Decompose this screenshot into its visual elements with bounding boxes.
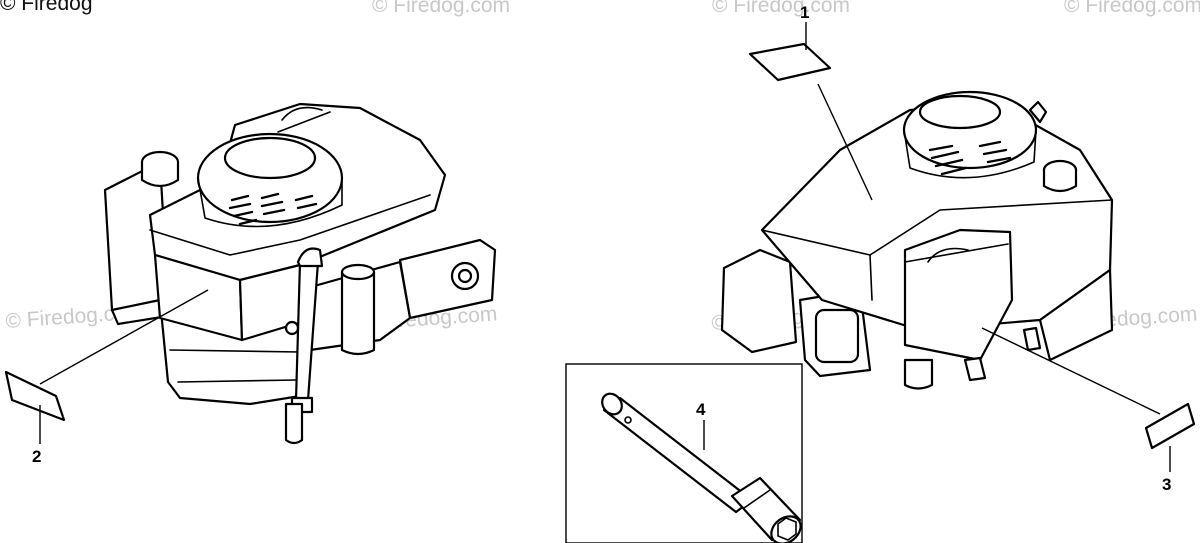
engine-right	[720, 90, 1114, 390]
label-part-1	[748, 22, 873, 201]
callout-4: 4	[696, 400, 706, 419]
callout-3: 3	[1162, 475, 1171, 494]
label-part-3	[981, 327, 1196, 472]
engine-left	[103, 102, 497, 445]
watermark: © Firedog.com	[1064, 0, 1200, 17]
callout-1: 1	[800, 3, 809, 22]
watermark: © Firedog.com	[712, 0, 850, 17]
watermark-corner: © Firedog	[0, 0, 93, 15]
callout-2: 2	[32, 447, 41, 466]
spark-plug-wrench	[601, 392, 802, 543]
tool-box	[565, 363, 803, 543]
watermark: © Firedog.com	[372, 0, 510, 17]
label-part-2	[4, 289, 209, 444]
